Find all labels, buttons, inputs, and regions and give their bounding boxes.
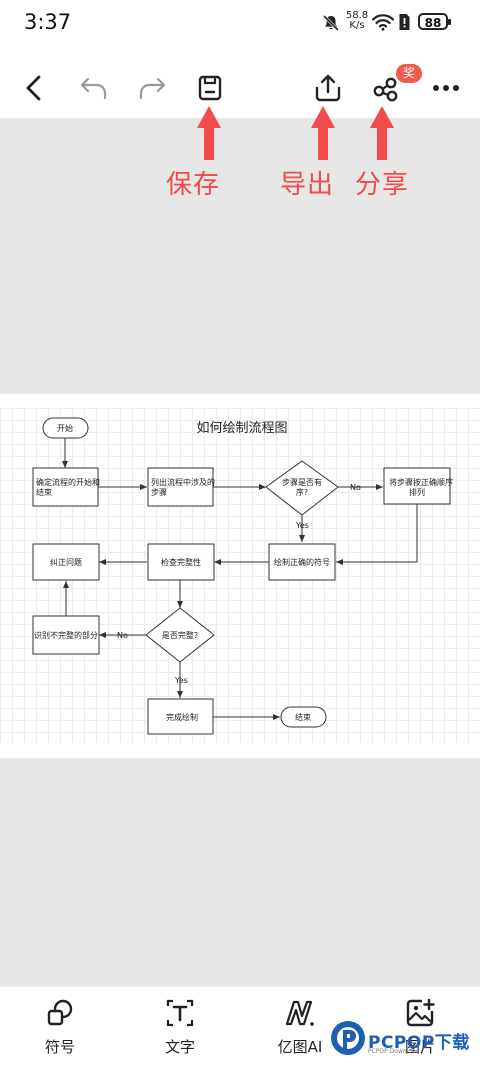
decision1-label-line2: 序? <box>296 487 308 497</box>
step2-label-line2: 步骤 <box>151 488 167 497</box>
step5-label: 检查完整性 <box>161 557 201 567</box>
flowchart-title: 如何绘制流程图 <box>196 420 287 436</box>
step1-label-line1: 确定流程的开始和 <box>36 477 100 487</box>
step5-box[interactable] <box>147 543 215 581</box>
step1-label-line2: 结束 <box>36 487 52 497</box>
bottom-toolbar: 符号 文字 亿图AI 图片 <box>0 986 480 1067</box>
decision1-no-label: No <box>350 483 361 492</box>
pcpop-logo-icon <box>331 1021 365 1055</box>
end-terminator[interactable] <box>280 706 327 728</box>
decision2-no-label: No <box>117 631 128 640</box>
arrow-up-icon <box>197 106 221 160</box>
decision2-diamond[interactable] <box>145 607 215 663</box>
annotation-share: 分享 <box>355 170 410 200</box>
step7-label: 识别不完整的部分 <box>34 630 98 640</box>
redo-button[interactable] <box>134 70 170 106</box>
chevron-left-icon <box>26 75 41 101</box>
export-icon <box>315 74 341 102</box>
diagram-page[interactable]: 如何绘制流程图 开始 确定流程的开始和 结束 列出流程中涉及的 步骤 步骤是否有… <box>0 394 480 758</box>
nav-symbols[interactable]: 符号 <box>20 987 100 1067</box>
step4-box[interactable] <box>268 543 336 581</box>
undo-button[interactable] <box>76 70 112 106</box>
save-button[interactable] <box>192 70 228 106</box>
status-bar: 3:37 58.8 K/s 88 <box>0 0 480 44</box>
start-terminator[interactable] <box>42 417 89 439</box>
back-button[interactable] <box>16 70 52 106</box>
share-icon <box>373 77 398 102</box>
shapes-icon <box>47 999 73 1026</box>
network-speed-unit: K/s <box>349 20 365 31</box>
canvas-background-lower[interactable] <box>0 758 480 986</box>
undo-icon <box>80 77 107 100</box>
nav-ai[interactable]: 亿图AI <box>260 987 340 1067</box>
nav-ai-label: 亿图AI <box>277 1038 323 1056</box>
image-add-icon <box>406 998 435 1027</box>
step2-box[interactable] <box>147 467 214 507</box>
step6-box[interactable] <box>32 543 100 581</box>
watermark-subtext: PCPOP Download <box>368 1048 420 1055</box>
reward-badge: 奖 <box>396 64 422 83</box>
start-label: 开始 <box>57 423 73 433</box>
decision1-label-line1: 步骤是否有 <box>282 477 322 487</box>
decision2-yes-label: Yes <box>174 676 188 685</box>
decision2-label: 是否完整? <box>162 630 198 640</box>
export-button[interactable] <box>310 70 346 106</box>
nav-symbols-label: 符号 <box>44 1038 75 1056</box>
canvas-background[interactable] <box>0 118 480 394</box>
more-button[interactable] <box>428 70 464 106</box>
save-icon <box>198 75 222 101</box>
network-speed-value: 58.8 <box>345 10 369 21</box>
step3-box[interactable] <box>383 467 451 505</box>
step6-label: 纠正问题 <box>50 558 82 567</box>
battery-indicator: 88 <box>418 13 451 30</box>
wifi-icon <box>372 14 394 31</box>
watermark-text: PCPOP下载 <box>368 1033 470 1053</box>
clock: 3:37 <box>24 10 72 34</box>
step3-label-line2: 排列 <box>409 487 425 497</box>
nav-image-label: 图片 <box>404 1038 435 1056</box>
decision1-yes-label: Yes <box>295 521 309 530</box>
arrow-up-icon <box>370 106 394 160</box>
annotation-arrows <box>197 106 394 160</box>
step4-label: 绘制正确的符号 <box>274 557 330 567</box>
text-icon <box>166 999 194 1027</box>
nav-text-label: 文字 <box>164 1038 195 1056</box>
ai-icon <box>285 1000 314 1026</box>
more-icon <box>433 85 459 91</box>
nav-image[interactable]: 图片 <box>380 987 460 1067</box>
annotation-export: 导出 <box>280 170 335 200</box>
step8-box[interactable] <box>147 698 214 735</box>
flowchart: 如何绘制流程图 开始 确定流程的开始和 结束 列出流程中涉及的 步骤 步骤是否有… <box>32 417 453 735</box>
decision1-diamond[interactable] <box>265 460 339 516</box>
redo-icon <box>139 77 166 100</box>
step3-label-line1: 将步骤按正确顺序 <box>389 477 453 487</box>
end-label: 结束 <box>295 712 311 722</box>
annotation-save: 保存 <box>166 170 221 200</box>
arrow-up-icon <box>311 106 335 160</box>
step8-label: 完成绘制 <box>166 712 198 722</box>
step7-box[interactable] <box>32 615 100 655</box>
nav-text[interactable]: 文字 <box>140 987 220 1067</box>
share-button[interactable] <box>368 70 404 106</box>
connector-step3-step4 <box>336 504 418 565</box>
step2-label-line1: 列出流程中涉及的 <box>151 477 215 487</box>
mute-icon <box>322 14 340 32</box>
step1-box[interactable] <box>32 467 99 507</box>
network-speed: 58.8 K/s <box>344 11 370 31</box>
sim-alert-icon <box>399 14 410 30</box>
